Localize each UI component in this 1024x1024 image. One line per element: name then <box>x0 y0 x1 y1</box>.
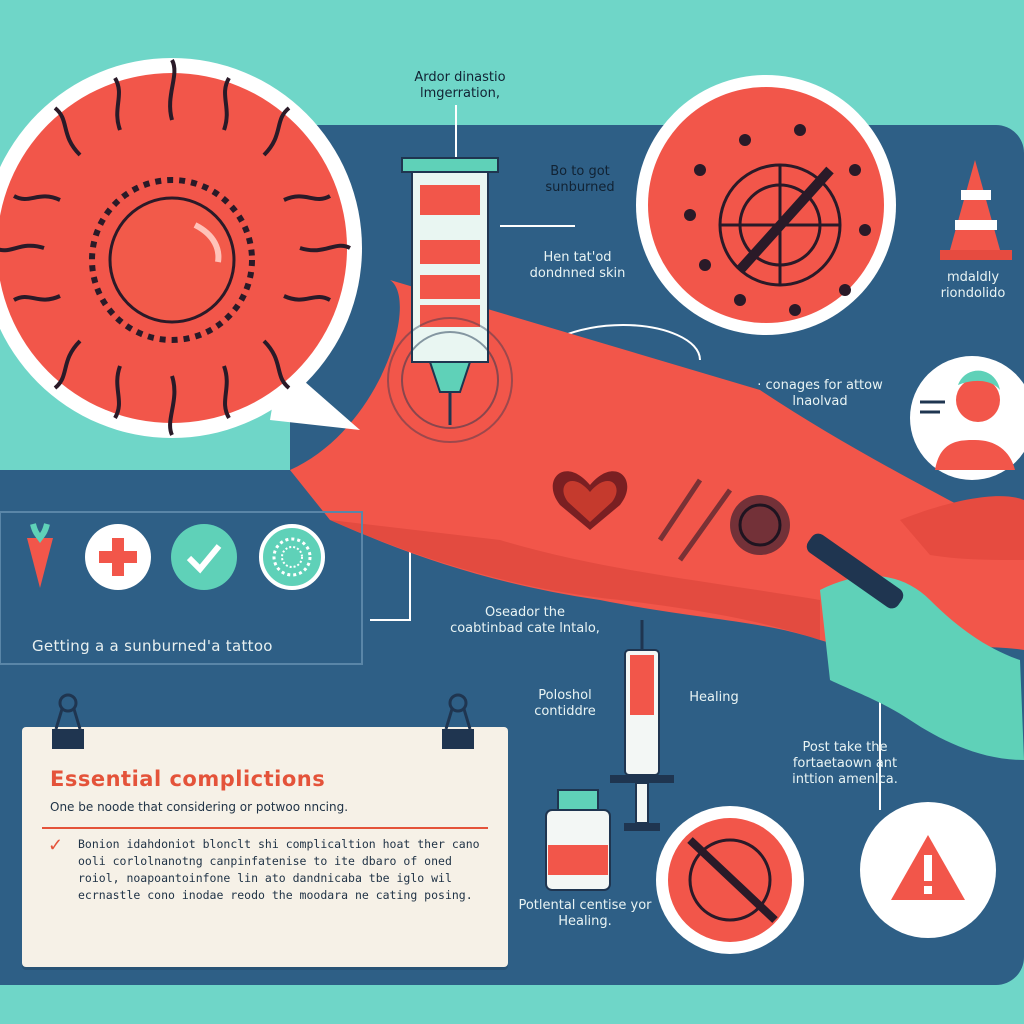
syringe-top <box>387 157 513 443</box>
arm-scratch <box>657 478 733 562</box>
fingers <box>900 496 1024 560</box>
label-sunburned: Bo to got sunburned <box>545 164 615 195</box>
label-person: · conages for attow lnaolvad <box>757 378 883 409</box>
carrot-icon <box>15 520 65 590</box>
label-healing: Healing <box>689 690 739 705</box>
label-damaged-skin: Hen tat'od dondnned skin <box>529 250 626 281</box>
note-body: Bonion idahdoniot blonclt shi complicalt… <box>78 837 480 902</box>
binder-clip-icon <box>50 693 86 753</box>
note-subtitle: One be noode that considering or potwoo … <box>50 800 349 814</box>
gloved-hand <box>820 576 1024 760</box>
person-circle <box>910 356 1024 480</box>
tattoo-tool <box>806 533 904 609</box>
check-icon <box>171 524 237 590</box>
checkmark-icon: ✓ <box>48 835 64 855</box>
arm-shade <box>330 520 820 640</box>
tattoo-splotch <box>730 495 790 555</box>
label-cone: mdaldly riondolido <box>940 270 1006 301</box>
syringe-bottom <box>610 620 674 831</box>
no-sun-circle <box>636 75 896 335</box>
medical-cross-icon <box>85 524 151 590</box>
label-top-center: Ardor dinastio lmgerration, <box>414 70 506 101</box>
binder-clip-icon <box>440 693 476 753</box>
essential-complications-note: Essential complictions One be noode that… <box>22 693 508 967</box>
icon-row-panel <box>0 511 363 665</box>
label-consider: Oseador the coabtinbad cate lntalo, <box>450 605 600 636</box>
medicine-bottle-icon <box>545 789 611 891</box>
note-divider <box>42 827 488 829</box>
icon-row-caption: Getting a a sunburned'a tattoo <box>32 637 273 655</box>
label-potential-bottom: Potlental centise yor Healing. <box>518 898 652 929</box>
tattoo-heart <box>552 471 628 530</box>
note-title: Essential complictions <box>50 767 326 791</box>
prohibited-circle <box>656 806 804 954</box>
label-potential-top: Poloshol contiddre <box>534 688 596 719</box>
warning-circle <box>860 802 996 938</box>
label-post: Post take the fortaetaown ant inttion am… <box>792 740 898 787</box>
traffic-cone-icon <box>940 160 1012 260</box>
icon-row <box>15 512 360 592</box>
skin-texture-icon <box>259 524 325 590</box>
sun-circle <box>0 58 362 438</box>
